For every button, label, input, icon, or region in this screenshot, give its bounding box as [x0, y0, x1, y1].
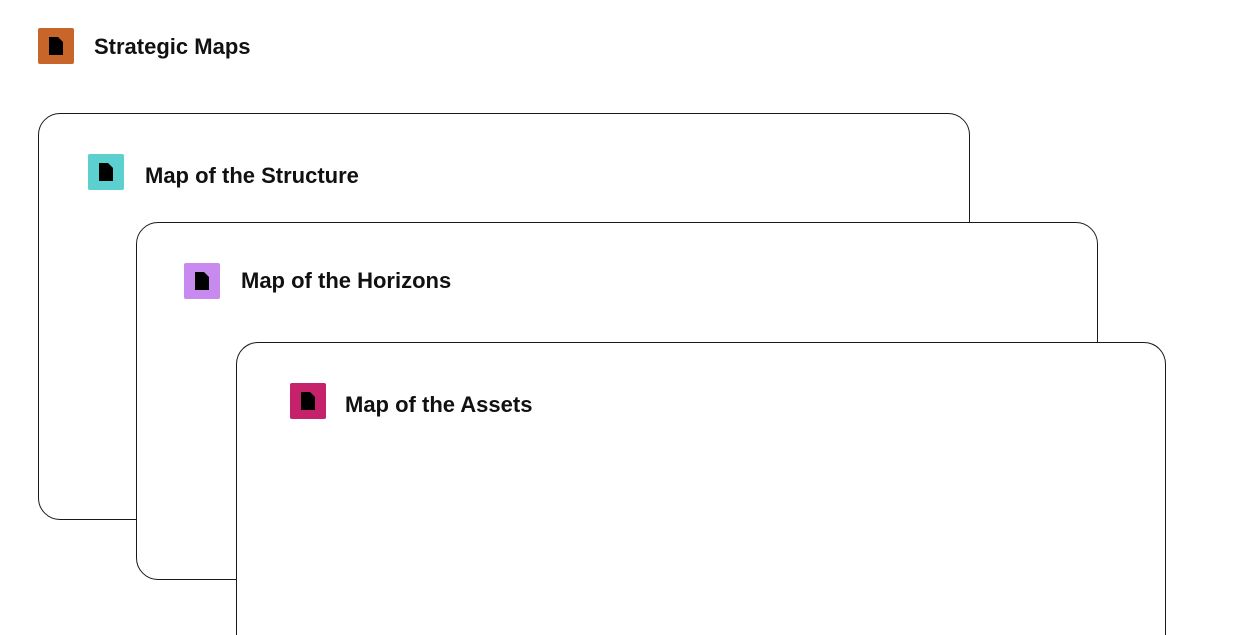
card-horizons-title[interactable]: Map of the Horizons: [241, 268, 452, 293]
card-assets-title[interactable]: Map of the Assets: [345, 392, 533, 417]
card-structure-document-icon: [88, 154, 124, 190]
card-structure-title[interactable]: Map of the Structure: [145, 163, 359, 188]
page-title[interactable]: Strategic Maps: [94, 34, 251, 59]
document-icon: [99, 163, 113, 181]
page-document-icon: [38, 28, 74, 64]
document-icon: [49, 37, 63, 55]
card-map-assets[interactable]: Map of the Assets: [236, 342, 1166, 635]
document-icon: [195, 272, 209, 290]
document-icon: [301, 392, 315, 410]
card-assets-document-icon: [290, 383, 326, 419]
card-horizons-document-icon: [184, 263, 220, 299]
